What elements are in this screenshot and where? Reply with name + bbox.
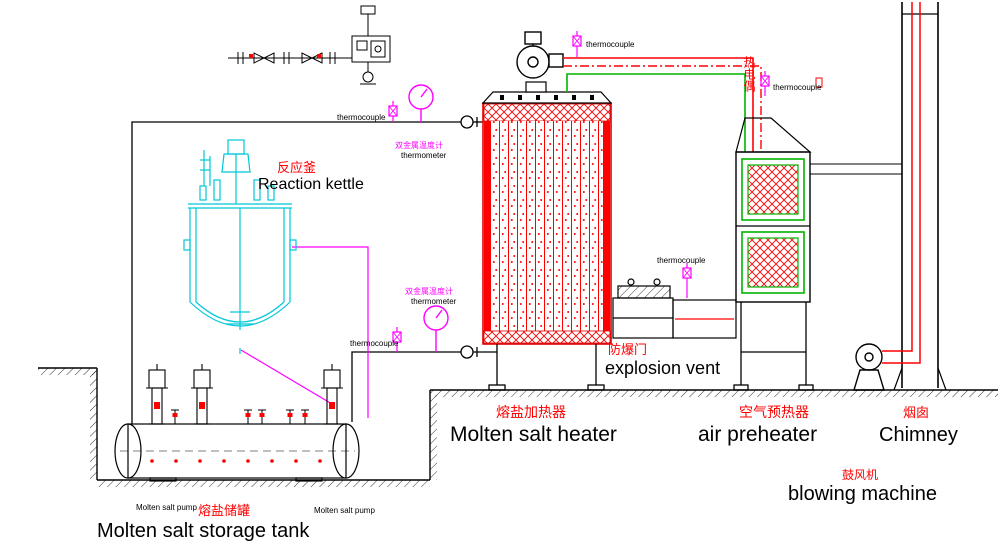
explosion-vent-label-cn: 防爆门 (608, 342, 647, 357)
reaction-kettle-label-en: Reaction kettle (258, 176, 364, 193)
storage-tank-label-cn: 熔盐储罐 (198, 503, 250, 518)
air-preheater-drawing (733, 117, 902, 391)
molten-salt-pump-label-right: Molten salt pump (314, 506, 375, 515)
magenta-transfer-lines (240, 246, 369, 418)
thermocouple-label-1: thermocouple (337, 113, 386, 122)
tank-fitting (243, 409, 253, 425)
air-preheater-label-cn: 空气预热器 (739, 404, 809, 420)
thermocouple-symbol-1 (388, 100, 398, 117)
preheater-legs (733, 302, 814, 391)
feed-system-schematic (228, 5, 391, 85)
hot-air-piping (563, 57, 762, 152)
flue-duct-to-chimney (810, 163, 902, 175)
tank-fitting (285, 409, 295, 425)
blowing-machine-drawing (853, 343, 885, 391)
chimney-hot-pipes (882, 2, 921, 364)
pipe-valve-top (460, 115, 474, 129)
thermocouple-group-label-cn: 热电偶 (742, 56, 756, 93)
molten-salt-storage-tank-drawing (114, 363, 360, 482)
explosion-vent-label-en: explosion vent (605, 358, 720, 378)
molten-salt-heater-label-en: Molten salt heater (450, 423, 617, 446)
pipe-valve-bottom (460, 345, 474, 359)
chimney-drawing (882, 2, 947, 391)
cap-bolts (500, 95, 594, 100)
molten-salt-heater-label-cn: 熔盐加热器 (496, 404, 566, 420)
tank-dot-marks (150, 459, 322, 463)
chimney-label-cn: 烟囱 (903, 405, 929, 420)
thermocouple-symbol-2 (572, 30, 582, 47)
thermocouple-symbol-3 (760, 70, 770, 87)
thermocouple-terminal-mark (815, 77, 823, 88)
thermometer-bottom-label-en: thermometer (411, 297, 457, 306)
thermocouple-label-4: thermocouple (657, 256, 706, 265)
molten-salt-heater-drawing (481, 31, 613, 391)
bimetal-thermometer-gauge-top (408, 84, 434, 124)
tank-fitting (300, 409, 310, 425)
reaction-kettle-drawing (183, 139, 297, 354)
thermometer-top-label-cn: 双金属温度计 (395, 140, 443, 150)
blowing-machine-label-cn: 鼓风机 (842, 468, 878, 482)
thermometer-top-label-en: thermometer (401, 151, 447, 160)
thermocouple-label-3: thermocouple (773, 83, 822, 92)
heater-legs (488, 344, 605, 391)
valve-mark (317, 54, 321, 58)
molten-salt-pump-2 (190, 363, 214, 425)
bimetal-thermometer-gauge-bottom (423, 305, 449, 345)
thermocouple-label-2: thermocouple (586, 40, 635, 49)
thermometer-bottom-label-cn: 双金属温度计 (405, 286, 453, 296)
explosion-vent-drawing (612, 278, 737, 339)
air-preheater-label-en: air preheater (698, 423, 817, 446)
heater-blower (516, 31, 564, 79)
molten-salt-pump-label-left: Molten salt pump (136, 503, 197, 512)
tank-fitting (257, 409, 267, 425)
ground-hatch (430, 392, 437, 480)
thermocouple-label-5: thermocouple (350, 339, 399, 348)
thermocouple-symbol-4 (682, 262, 692, 279)
molten-salt-pump-3 (320, 363, 344, 425)
labels: 反应釜 Reaction kettle 熔盐加热器 Molten salt he… (97, 40, 958, 542)
reaction-kettle-label-cn: 反应釜 (277, 160, 316, 175)
chimney-label-en: Chimney (879, 424, 958, 446)
ground-hatch (430, 390, 998, 397)
ground-hatch (38, 368, 97, 375)
valve-mark (249, 54, 253, 58)
ground-hatch (97, 480, 430, 487)
molten-salt-pump-1 (145, 363, 169, 425)
ground-hatch (90, 370, 97, 480)
salt-piping-black (131, 115, 497, 424)
ground (38, 367, 998, 487)
blowing-machine-label-en: blowing machine (788, 483, 937, 505)
tank-fitting (170, 409, 180, 425)
storage-tank-label-en: Molten salt storage tank (97, 520, 310, 542)
instruments (388, 30, 823, 352)
